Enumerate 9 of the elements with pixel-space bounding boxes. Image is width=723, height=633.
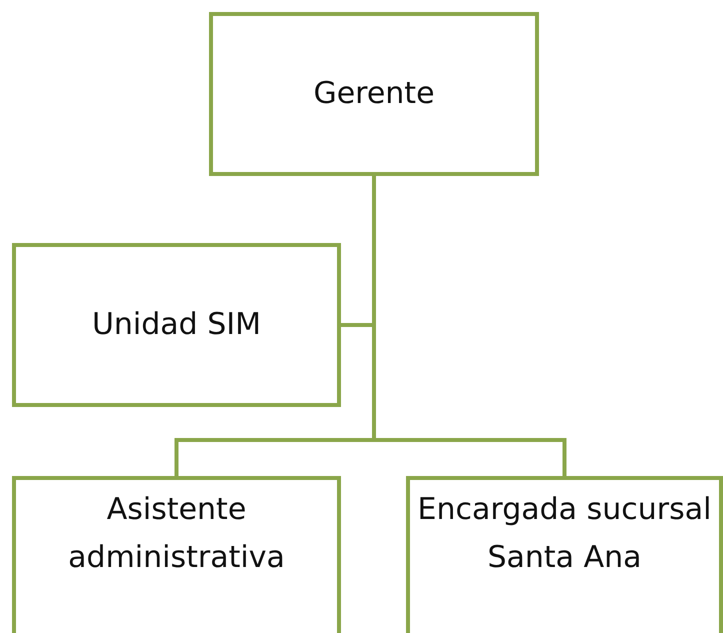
connector-line (372, 176, 566, 476)
org-box (406, 476, 723, 633)
box-label: Unidad SIM (92, 306, 262, 344)
org-box (209, 12, 539, 176)
box-label: Asistente administrativa (67, 491, 286, 577)
box-label: Gerente (313, 75, 435, 113)
org-box (12, 243, 341, 407)
box-label: Encargada sucursal Santa Ana (416, 491, 712, 577)
org-box (12, 476, 341, 633)
